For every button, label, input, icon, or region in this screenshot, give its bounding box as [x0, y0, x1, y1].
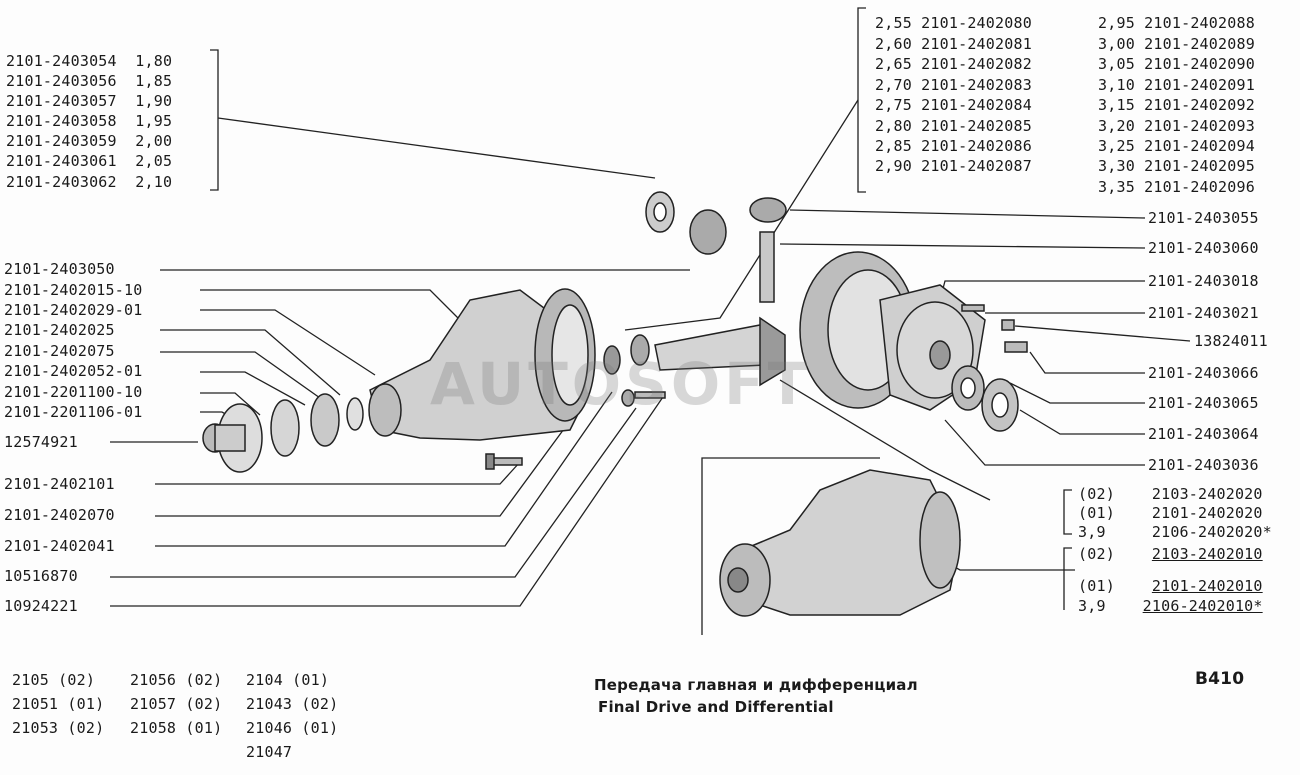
shim-row: 2101-2403057 1,90	[6, 92, 173, 110]
model-entry: 21051 (01)	[12, 695, 105, 713]
page-code: B410	[1195, 669, 1245, 689]
callout-label: 2101-2402025	[4, 321, 115, 339]
model-entry: 2105 (02)	[12, 671, 96, 689]
callout-label: 2101-2402101	[4, 475, 115, 493]
callout-label: 2101-2402052-01	[4, 362, 143, 380]
callout-label: 10516870	[4, 567, 78, 585]
shim-row: 2101-2403058 1,95	[6, 112, 173, 130]
callout-label: 13824011	[1194, 332, 1268, 350]
model-entry: 21058 (01)	[130, 719, 223, 737]
shim-row: 2,60 2101-2402081	[875, 35, 1032, 53]
shim-row: 2,90 2101-2402087	[875, 157, 1032, 175]
assembly-row: (01) 2101-2402020	[1078, 504, 1263, 522]
shim-row: 3,05 2101-2402090	[1098, 55, 1255, 73]
assembly-row: (01) 2101-2402010	[1078, 577, 1263, 595]
page-title-ru: Передача главная и дифференциал	[594, 676, 918, 694]
left-group-bracket	[210, 49, 219, 191]
callout-label: 2101-2403065	[1148, 394, 1259, 412]
callout-label: 2101-2402015-10	[4, 281, 143, 299]
top-group-bracket	[857, 7, 866, 193]
callout-label: 2101-2403021	[1148, 304, 1259, 322]
model-entry: 21047	[246, 743, 293, 761]
callout-label: 2101-2403050	[4, 260, 115, 278]
callout-label: 10924221	[4, 597, 78, 615]
shim-row: 2,75 2101-2402084	[875, 96, 1032, 114]
callout-label: 2101-2201100-10	[4, 383, 143, 401]
assembly-row: (02) 2103-2402020	[1078, 485, 1263, 503]
shim-row: 2,70 2101-2402083	[875, 76, 1032, 94]
assembly-row: 3,9 2106-2402020*	[1078, 523, 1272, 541]
shim-row: 3,30 2101-2402095	[1098, 157, 1255, 175]
shim-row: 3,15 2101-2402092	[1098, 96, 1255, 114]
shim-row: 2101-2403062 2,10	[6, 173, 173, 191]
model-entry: 21043 (02)	[246, 695, 339, 713]
shim-row: 2,80 2101-2402085	[875, 117, 1032, 135]
callout-label: 2101-2402075	[4, 342, 115, 360]
callout-label: 2101-2402029-01	[4, 301, 143, 319]
shim-row: 2,85 2101-2402086	[875, 137, 1032, 155]
model-entry: 21056 (02)	[130, 671, 223, 689]
shim-row: 3,35 2101-2402096	[1098, 178, 1255, 196]
shim-row: 2,65 2101-2402082	[875, 55, 1032, 73]
callout-label: 2101-2402041	[4, 537, 115, 555]
callout-label: 2101-2403064	[1148, 425, 1259, 443]
shim-row: 3,10 2101-2402091	[1098, 76, 1255, 94]
page-title-en: Final Drive and Differential	[598, 698, 834, 716]
shim-row: 2101-2403056 1,85	[6, 72, 173, 90]
model-entry: 2104 (01)	[246, 671, 330, 689]
model-entry: 21046 (01)	[246, 719, 339, 737]
callout-label: 2101-2403018	[1148, 272, 1259, 290]
shim-row: 3,20 2101-2402093	[1098, 117, 1255, 135]
model-entry: 21057 (02)	[130, 695, 223, 713]
shim-row: 2101-2403061 2,05	[6, 152, 173, 170]
shim-row: 2,55 2101-2402080	[875, 14, 1032, 32]
callout-label: 2101-2403036	[1148, 456, 1259, 474]
model-entry: 21053 (02)	[12, 719, 105, 737]
callout-label: 2101-2403066	[1148, 364, 1259, 382]
watermark: AUTOSOFT	[430, 350, 812, 418]
assembly-row: (02) 2103-2402010	[1078, 545, 1263, 563]
shim-row: 3,25 2101-2402094	[1098, 137, 1255, 155]
shim-row: 3,00 2101-2402089	[1098, 35, 1255, 53]
callout-label: 12574921	[4, 433, 78, 451]
callout-label: 2101-2403055	[1148, 209, 1259, 227]
callout-label: 2101-2402070	[4, 506, 115, 524]
shim-row: 2,95 2101-2402088	[1098, 14, 1255, 32]
shim-row: 2101-2403059 2,00	[6, 132, 173, 150]
callout-label: 2101-2201106-01	[4, 403, 143, 421]
callout-label: 2101-2403060	[1148, 239, 1259, 257]
shim-row: 2101-2403054 1,80	[6, 52, 173, 70]
assembly-row: 3,9 2106-2402010*	[1078, 597, 1263, 615]
